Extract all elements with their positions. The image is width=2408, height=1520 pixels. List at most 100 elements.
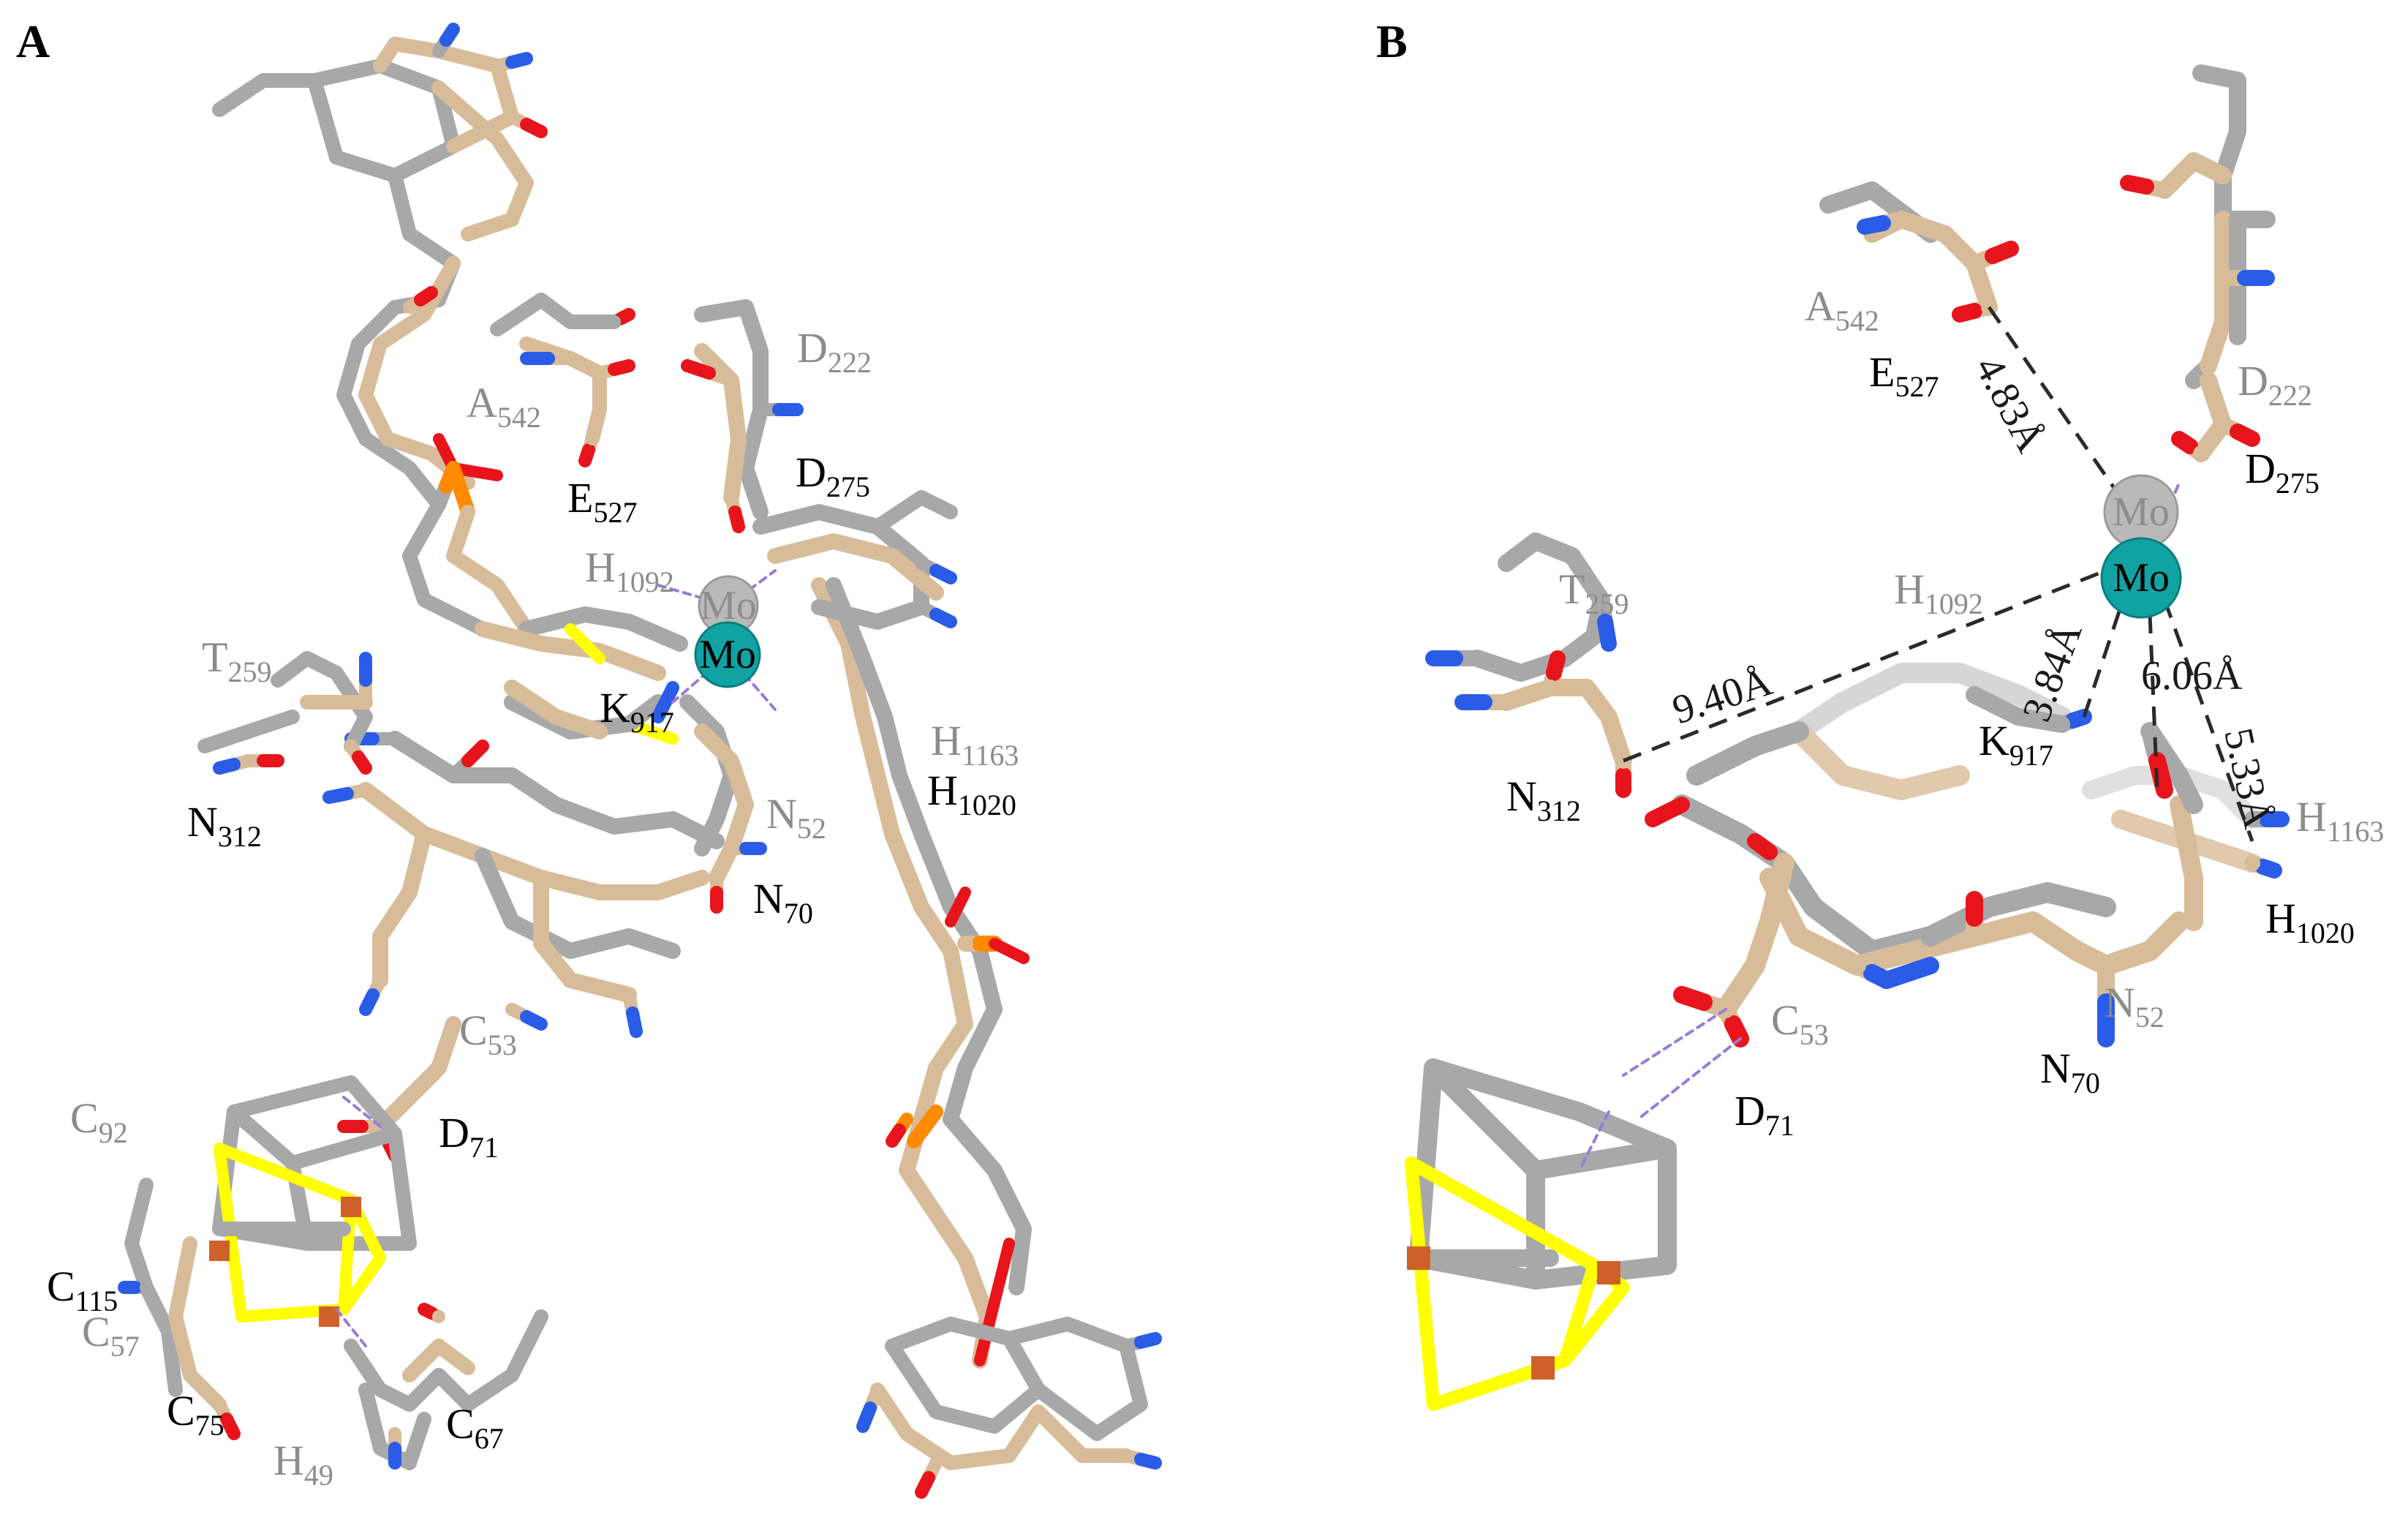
bond-stick	[989, 938, 1030, 964]
atom-joint	[957, 936, 973, 952]
bond-stick	[1857, 215, 1891, 235]
atom-joint	[432, 45, 445, 58]
distance-lines	[1623, 306, 2254, 842]
bond-stick	[307, 59, 461, 183]
bond-stick	[446, 505, 534, 636]
iron-atom	[1531, 1356, 1555, 1380]
atom-joint	[242, 754, 255, 767]
residue-label-d222: D222	[2238, 357, 2312, 412]
residue-label-h1092: H1092	[1894, 565, 1983, 620]
bond-stick	[475, 621, 666, 681]
atom-joint	[2244, 811, 2260, 827]
bond-stick	[652, 681, 679, 723]
residue-label-n52: N52	[766, 790, 826, 845]
residue-label-h49: H49	[273, 1437, 333, 1491]
atom-joint	[725, 374, 738, 387]
bond-stick	[1878, 957, 1939, 989]
bond-stick	[344, 1309, 548, 1412]
bond-stick	[402, 1339, 475, 1382]
atom-joint	[1120, 1449, 1133, 1462]
atom-joint	[1966, 255, 1982, 271]
atom-joint	[2215, 416, 2231, 432]
bond-stick	[929, 608, 957, 628]
bond-stick	[943, 1111, 1032, 1295]
bond-stick	[2065, 709, 2092, 729]
residue-label-d71: D71	[1735, 1087, 1794, 1142]
mo-label-model: Mo	[699, 632, 756, 677]
residue-label-k917: K917	[1979, 717, 2053, 772]
bond-stick	[826, 577, 959, 915]
bond-stick	[520, 1010, 548, 1031]
bond-stick	[728, 505, 745, 533]
residue-label-h1020: H1020	[927, 767, 1016, 821]
bond-stick	[518, 606, 688, 652]
atom-joint	[1593, 592, 1609, 608]
atom-joint	[915, 601, 928, 614]
residue-label-h1020: H1020	[2265, 895, 2355, 949]
atom-joint	[505, 1003, 518, 1016]
residue-label-a542: A542	[467, 379, 541, 434]
atom-joint	[1469, 650, 1485, 666]
bond-stick	[1985, 241, 2019, 264]
bond-stick	[1952, 303, 1982, 323]
bond-stick	[1789, 663, 2072, 742]
bond-stick	[373, 37, 519, 154]
bond-stick	[372, 826, 432, 988]
bond-stick	[504, 680, 608, 740]
bond-stick	[811, 577, 929, 915]
bond-stick	[578, 443, 595, 467]
residue-label-n70: N70	[753, 875, 813, 930]
atom-joint	[1849, 957, 1866, 974]
bond-stick	[2255, 859, 2282, 878]
bond-stick	[213, 758, 241, 775]
residue-label-n52: N52	[2105, 979, 2164, 1034]
residue-label-c75: C75	[167, 1387, 224, 1442]
bond-stick	[2185, 364, 2210, 389]
bond-stick	[212, 73, 322, 117]
mo-label-reference: Mo	[2113, 489, 2170, 535]
bond-stick	[767, 533, 944, 601]
bond-stick	[943, 1001, 1003, 1127]
bond-stick	[414, 286, 438, 306]
atom-joint	[1120, 1339, 1133, 1352]
bond-stick	[2171, 431, 2198, 454]
residue-label-h1163: H1163	[2296, 793, 2384, 848]
panel-b-label: B	[1376, 15, 1408, 67]
bond-stick	[431, 80, 534, 241]
atom-joint	[608, 315, 621, 328]
bond-stick	[915, 1471, 935, 1499]
atom-joint	[1966, 928, 1983, 945]
bond-stick	[929, 564, 957, 584]
mo-atom-model	[694, 621, 761, 688]
bond-stick	[1622, 1008, 1727, 1077]
residue-label-n312: N312	[1506, 772, 1581, 827]
bond-stick	[694, 723, 754, 886]
bond-stick	[372, 1016, 461, 1135]
iron-atom	[1407, 1246, 1430, 1270]
bond-stick	[335, 1308, 367, 1347]
bond-stick	[1747, 833, 1778, 860]
atom-joint	[871, 1383, 884, 1396]
residue-label-c53: C53	[459, 1007, 517, 1061]
bond-stick	[1645, 797, 1690, 827]
residue-label-d222: D222	[797, 324, 872, 379]
bond-stick	[418, 1303, 438, 1320]
bond-stick	[461, 740, 489, 767]
panel-a-residue-labels: D222 A542 D275 E527 H1092 T259 K917 H116…	[47, 324, 1019, 1491]
bond-stick	[1134, 1453, 1162, 1470]
bond-stick	[1716, 853, 1794, 1020]
bond-stick	[694, 299, 769, 520]
bond-stick	[1526, 1139, 1677, 1290]
bond-stick	[913, 899, 973, 1076]
bond-stick	[197, 710, 300, 753]
bond-stick	[533, 870, 637, 1003]
bond-stick	[626, 1007, 643, 1038]
atom-joint	[213, 1398, 226, 1411]
mo-label-model: Mo	[2113, 555, 2170, 601]
bond-stick	[359, 988, 380, 1016]
atom-joint	[586, 432, 599, 445]
residue-label-e527: E527	[567, 474, 637, 529]
residue-label-c92: C92	[70, 1094, 128, 1149]
atom-joint	[140, 1281, 153, 1294]
